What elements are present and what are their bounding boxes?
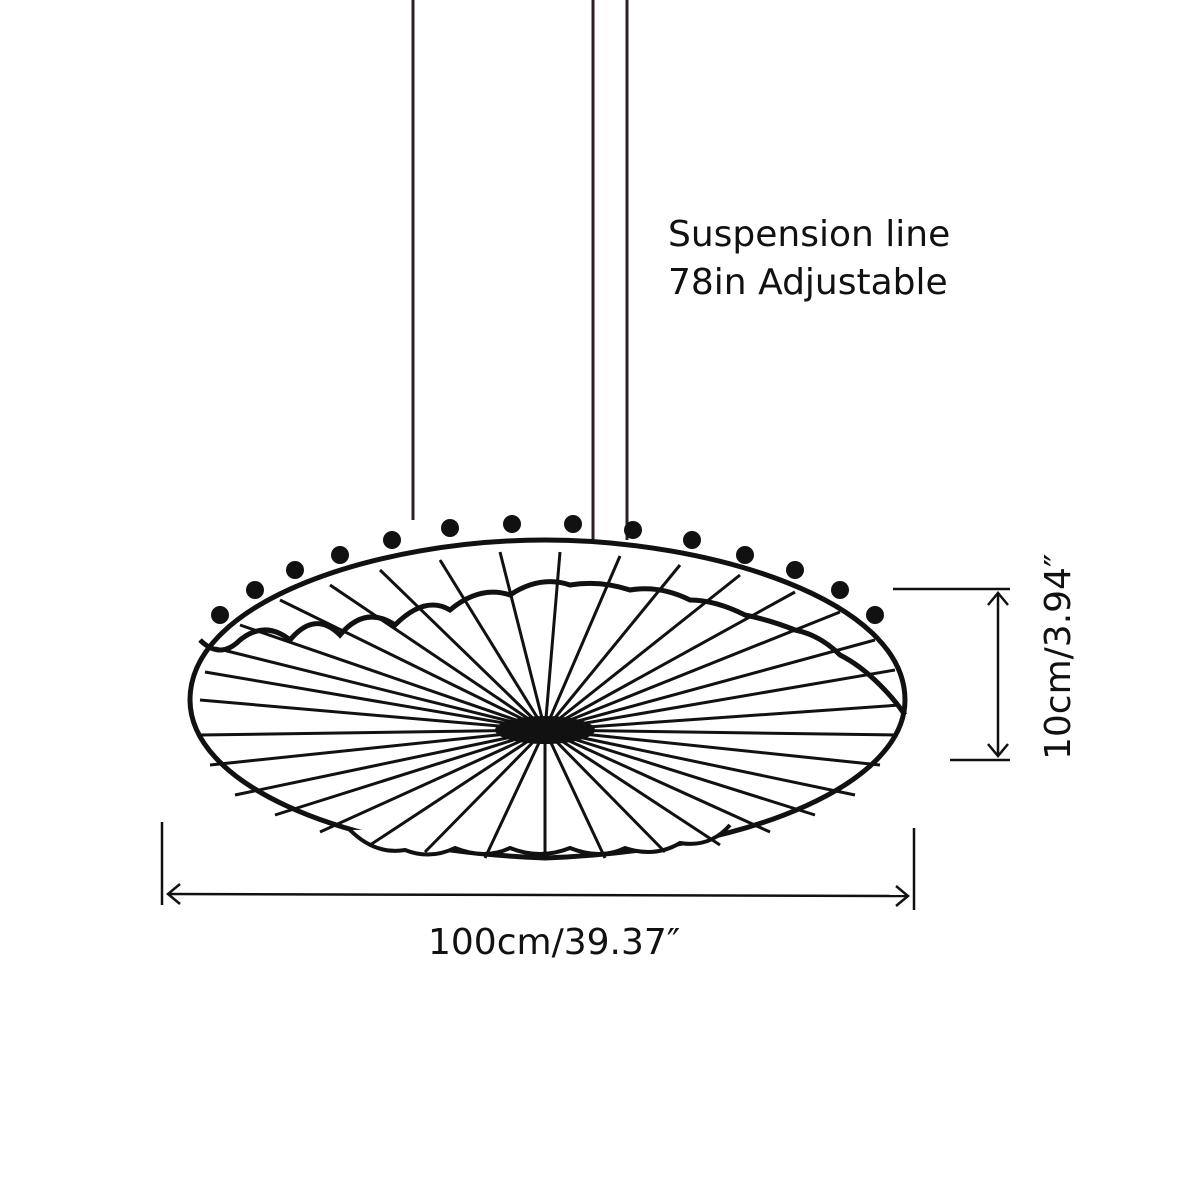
center-hub [495, 716, 595, 744]
suspension-cables [411, 0, 629, 575]
clip-icons [211, 515, 884, 624]
width-dimension [160, 822, 916, 910]
lamp-shade [187, 515, 908, 861]
pleat-lines [199, 551, 901, 860]
suspension-label-line1: Suspension line [668, 214, 951, 255]
width-dimension-label: 100cm/39.37″ [428, 922, 681, 963]
height-dimension-label: 10cm/3.94″ [1038, 553, 1079, 760]
height-dimension [893, 587, 1010, 762]
suspension-label-line2: 78in Adjustable [668, 262, 948, 303]
